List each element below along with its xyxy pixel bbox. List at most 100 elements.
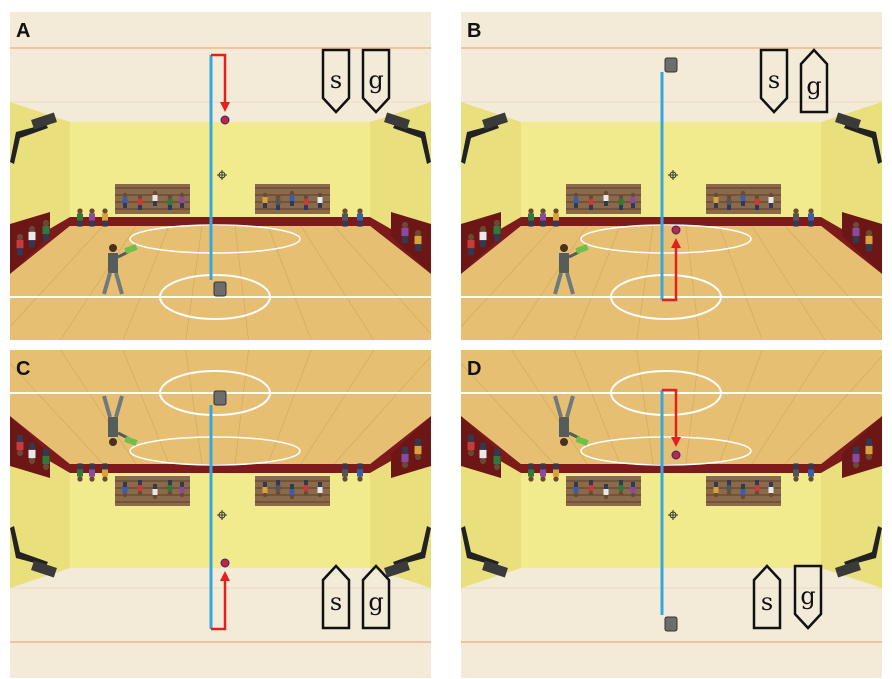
left-wall [461,438,521,588]
floor-plank [185,350,203,465]
spectator-body [179,197,185,203]
spectator-legs [494,234,500,242]
ball [671,450,681,460]
spectator-head [303,490,309,496]
spectator-head [42,219,50,227]
spectator-legs [604,484,608,489]
spectator-body [808,469,814,477]
spectator-body [808,213,814,221]
spectator-body [317,487,323,493]
player-leg [114,395,124,418]
floor-plank [10,362,104,465]
light-fixture [384,112,410,130]
side-bleacher [842,212,882,274]
spectator-head [262,192,268,198]
center-circle [159,274,271,320]
trajectory-overlay [660,57,681,302]
launcher [213,390,227,406]
light-fixture [844,526,882,566]
spectator-body [152,195,158,201]
spectator-head [553,476,559,482]
pentagon-down-icon [321,48,351,114]
spectator-legs [43,234,49,242]
light-fixture [461,124,499,164]
spectator-body [540,469,546,477]
toy-gun [124,436,138,446]
spectator-body [122,197,128,203]
spectator-legs [494,448,500,456]
spectator-legs [29,442,35,450]
floor-plank [685,225,700,340]
light-fixture [10,124,48,164]
floor-plank [185,225,203,340]
g-symbol: g [793,564,823,630]
spectator-legs [304,205,308,210]
spectator-head [317,492,323,498]
spectator-legs [415,244,421,252]
floor-plank [511,350,588,465]
spectator-body [77,213,83,221]
spectator-legs [480,442,486,450]
spectator-body [42,455,50,465]
spectator-head [528,208,534,214]
light-fixture [844,124,882,164]
spectator-head [754,194,760,200]
spectator-legs [468,248,474,256]
side-bleacher [842,416,882,478]
spectator-legs [342,220,348,227]
spectator-body [479,231,487,241]
spectator-legs [17,248,23,256]
spectator-legs [769,482,773,487]
spectator-head [754,490,760,496]
spectator-legs [43,448,49,456]
spectator-body [630,487,636,493]
spectator-legs [553,463,559,470]
spectator-head [630,492,636,498]
spectator-legs [631,203,635,208]
launcher [664,616,678,632]
floor-plank [267,350,312,465]
spectator-body [262,487,268,493]
pentagon-up-icon [752,564,782,630]
pentagon-down-icon [793,564,823,630]
spectator-legs [17,434,23,442]
spectator-body [768,487,774,493]
spectator-body [726,199,732,205]
spectator-body [865,445,873,455]
spectator-body [89,213,95,221]
spectator-legs [755,205,759,210]
s-symbol: s [321,564,351,630]
spectator-body [401,227,409,237]
floor-plank [300,225,375,340]
key-arc [129,436,301,466]
spectator-head [122,492,128,498]
spectator-legs [263,482,267,487]
gym-illustration [461,12,882,340]
launcher [213,281,227,297]
g-symbol: g [799,48,829,114]
player-torso [108,253,118,273]
spectator-legs [290,201,294,206]
gym-scene-inverted [461,350,882,678]
spectator-head [77,208,83,214]
spectator-head [414,229,422,237]
spectator-head [401,221,409,229]
toy-gun [575,244,589,254]
trajectory-overlay [209,53,230,297]
spectator-body [852,227,860,237]
spectator-legs [727,480,731,485]
spectator-head [137,194,143,200]
pentagon-up-icon [361,564,391,630]
spectator-body [357,469,363,477]
spectator-body [167,485,173,491]
left-wall [461,102,521,252]
arrowhead-up-icon [220,571,230,581]
spectator-legs [89,220,95,227]
floor-plank [636,350,654,465]
spectator-legs [402,446,408,454]
pentagon-up-icon [321,564,351,630]
player-leg [565,395,575,418]
floor-plank [333,225,431,335]
spectator-legs [540,220,546,227]
panel-label: D [467,358,482,380]
